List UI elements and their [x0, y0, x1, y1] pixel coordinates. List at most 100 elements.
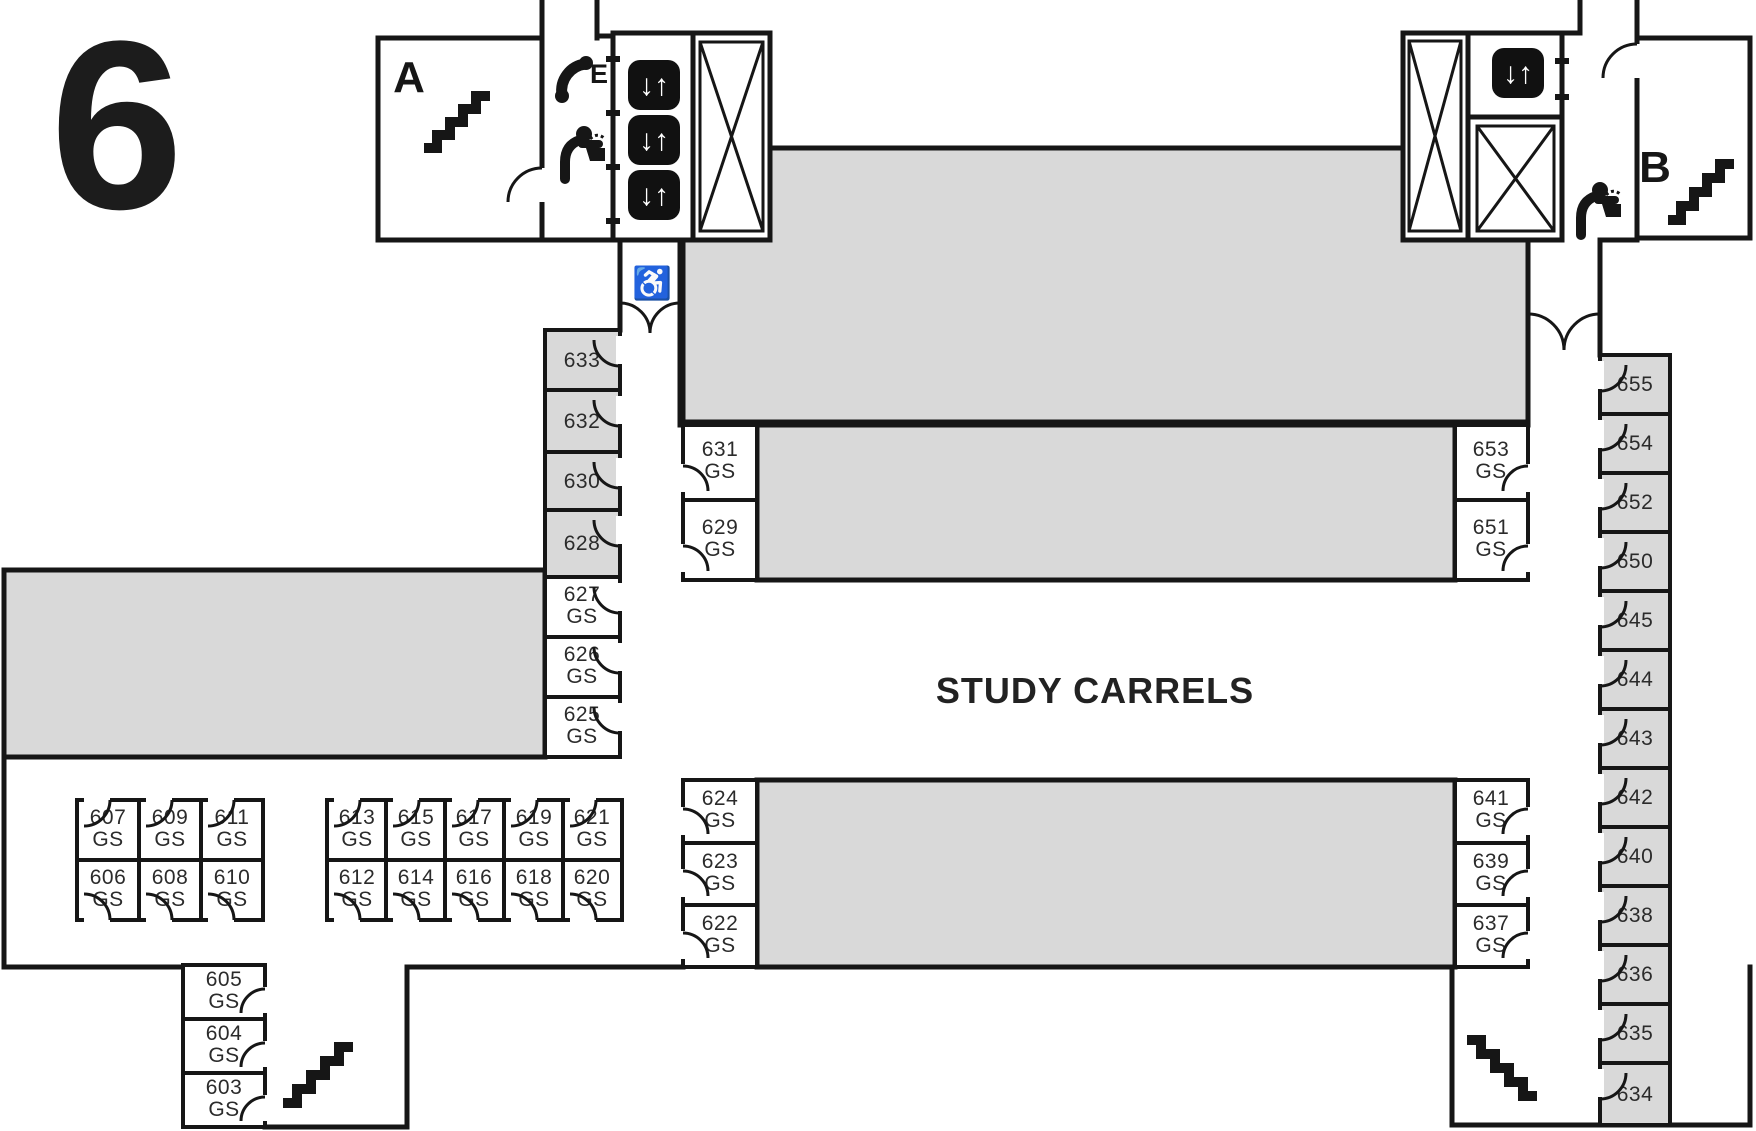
doors-blocks — [83, 796, 598, 924]
elevator-arrows-icon: ↓↑ — [1503, 57, 1533, 90]
room-645: 645 — [1598, 589, 1672, 652]
stairs-b-icon — [1668, 159, 1734, 225]
zone-upper-band — [754, 422, 1458, 583]
room-652: 652 — [1598, 471, 1672, 534]
room-640: 640 — [1598, 825, 1672, 888]
svg-text:644: 644 — [1617, 668, 1654, 691]
doors-653-column — [1501, 464, 1532, 959]
room-630: 630 — [543, 450, 622, 512]
room-642: 642 — [1598, 766, 1672, 829]
svg-text:638: 638 — [1617, 904, 1654, 927]
room-655: 655 — [1598, 353, 1672, 416]
room-644: 644 — [1598, 648, 1672, 711]
svg-text:634: 634 — [1617, 1083, 1654, 1106]
elevator-call-button-right: ↓↑ — [1492, 48, 1569, 100]
elevator-call-buttons-left: ↓↑ ↓↑ ↓↑ — [606, 56, 680, 224]
svg-text:630: 630 — [564, 470, 601, 493]
doors-left-column — [592, 336, 624, 735]
elevator-arrows-icon: ↓↑ — [639, 124, 669, 157]
door-stair-a — [506, 166, 546, 203]
svg-text:640: 640 — [1617, 845, 1654, 868]
svg-text:635: 635 — [1617, 1022, 1654, 1045]
room-654: 654 — [1598, 412, 1672, 475]
svg-text:643: 643 — [1617, 727, 1654, 750]
elevator-arrows-icon: ↓↑ — [639, 179, 669, 212]
stairs-bottom-left-icon — [283, 1042, 353, 1108]
svg-text:652: 652 — [1617, 491, 1654, 514]
room-633: 633 — [543, 328, 622, 392]
svg-text:633: 633 — [564, 349, 601, 372]
svg-text:654: 654 — [1617, 432, 1654, 455]
stairwell-b-label: B — [1639, 143, 1671, 192]
room-643: 643 — [1598, 707, 1672, 770]
svg-text:636: 636 — [1617, 963, 1654, 986]
drinking-fountain-icon-left — [560, 126, 605, 184]
zone-lower-band — [754, 777, 1458, 970]
svg-text:628: 628 — [564, 532, 601, 555]
room-632: 632 — [543, 388, 622, 454]
room-650: 650 — [1598, 530, 1672, 593]
study-carrels-label: STUDY CARRELS — [936, 670, 1254, 711]
stairs-a-icon — [424, 91, 490, 153]
doors-631-column — [679, 464, 710, 959]
doors-605-column — [239, 987, 269, 1122]
double-door-left-corridor — [619, 301, 681, 334]
stairs-bottom-right-icon — [1467, 1035, 1537, 1101]
double-door-right-corridor — [1527, 312, 1601, 354]
emergency-phone-label: E — [590, 59, 608, 89]
room-635: 635 — [1598, 1002, 1672, 1065]
room-634: 634 — [1598, 1061, 1672, 1127]
drinking-fountain-icon-right — [1576, 182, 1621, 240]
elevator-arrows-icon: ↓↑ — [639, 69, 669, 102]
floor-number: 6 — [50, 0, 183, 259]
doors-right-column — [1596, 361, 1628, 1101]
stairwell-a-label: A — [393, 53, 425, 102]
svg-text:645: 645 — [1617, 609, 1654, 632]
svg-text:650: 650 — [1617, 550, 1654, 573]
room-638: 638 — [1598, 884, 1672, 947]
svg-text:632: 632 — [564, 410, 601, 433]
